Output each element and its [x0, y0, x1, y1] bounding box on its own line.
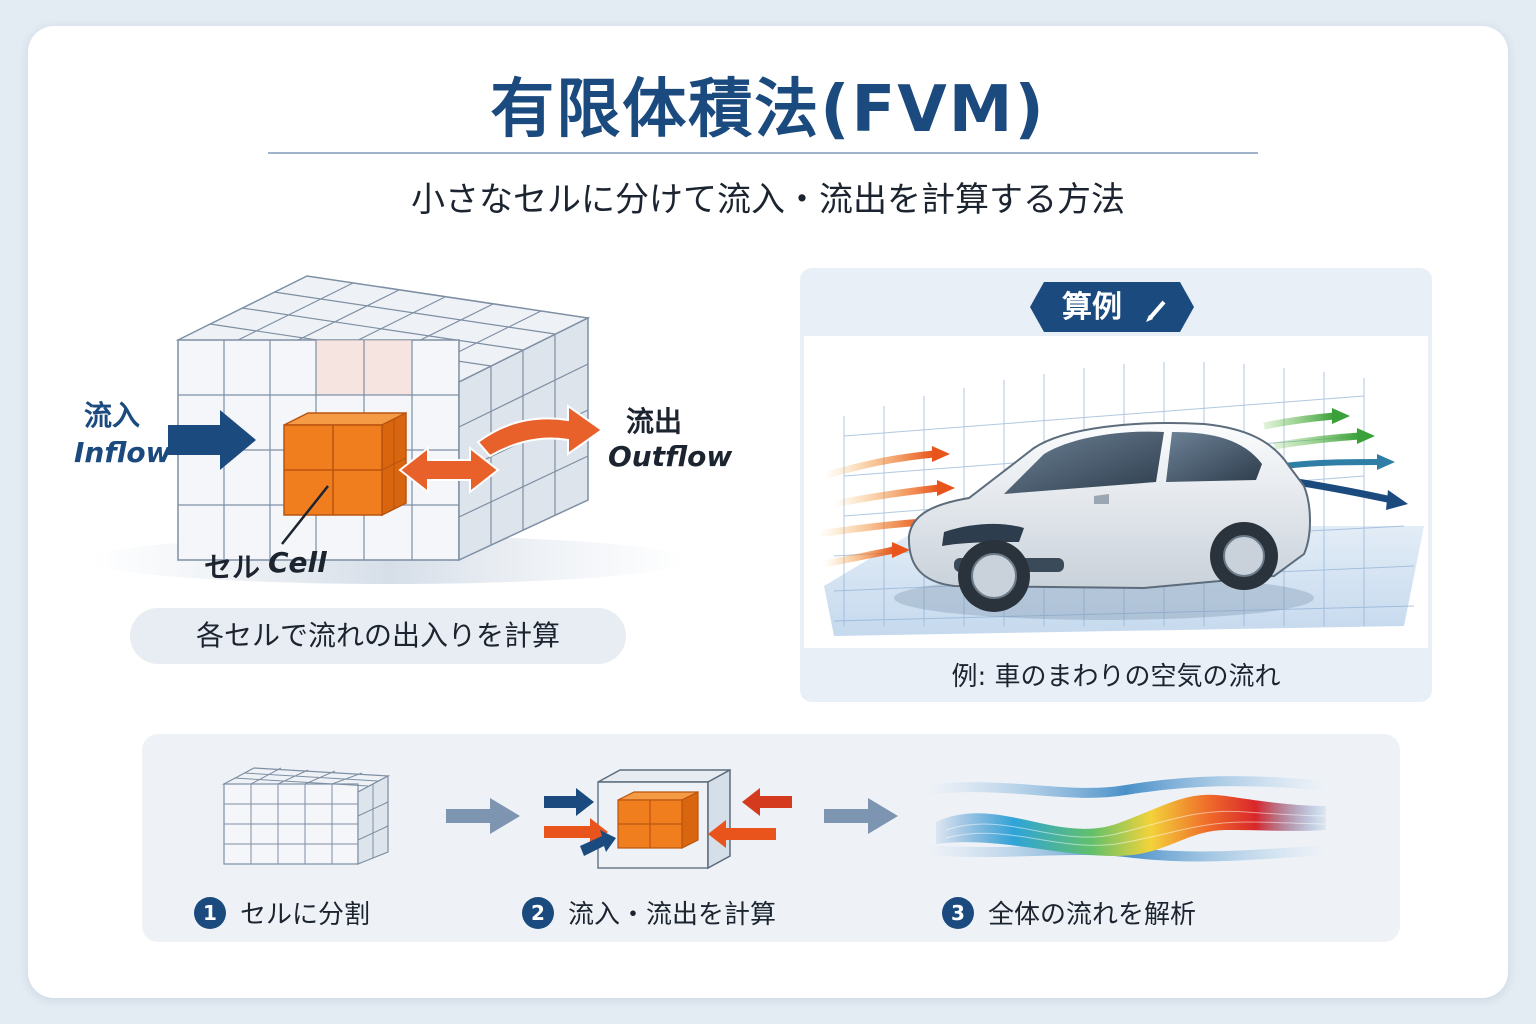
pencil-icon — [1146, 300, 1166, 322]
exchange-arrow — [398, 445, 500, 495]
inflow-arrow — [168, 410, 256, 470]
step-2-number: 2 — [522, 896, 554, 929]
car-flow-illustration — [818, 362, 1424, 636]
flow-field — [936, 794, 1326, 856]
cell-grid-diagram — [90, 275, 690, 584]
title-divider — [268, 152, 1258, 154]
inflow-label-en: Inflow — [74, 436, 172, 469]
step-3-label: 3 全体の流れを解析 — [942, 894, 1196, 931]
step1-grid-graphic — [221, 767, 391, 865]
step-1-number: 1 — [194, 896, 226, 929]
example-badge: 算例 — [1030, 282, 1194, 332]
car-example-image — [804, 336, 1428, 648]
step-1-label: 1 セルに分割 — [194, 894, 370, 931]
step-3-number: 3 — [942, 896, 974, 929]
badge-shape — [1030, 282, 1194, 332]
step-2-text: 流入・流出を計算 — [568, 900, 777, 930]
step2-cell-graphic — [544, 768, 792, 870]
cell-label-en: Cell — [268, 546, 327, 579]
highlighted-cell — [283, 411, 407, 517]
step-1-text: セルに分割 — [240, 900, 371, 930]
outflow-arrow — [476, 404, 604, 458]
step-3-text: 全体の流れを解析 — [988, 900, 1197, 930]
example-caption: 例: 車のまわりの空気の流れ — [951, 662, 1281, 692]
step3-flow-graphic — [926, 776, 1326, 862]
inflow-label-jp: 流入 — [84, 399, 141, 432]
cell-note-pill: 各セルで流れの出入りを計算 — [130, 608, 626, 664]
step-arrow-1 — [446, 798, 520, 834]
step-arrow-2 — [824, 798, 898, 834]
cell-label-jp: セル — [204, 551, 261, 584]
page-title: 有限体積法(FVM) — [490, 73, 1046, 147]
outflow-label-jp: 流出 — [626, 405, 683, 438]
cell-pointer-line — [281, 485, 329, 545]
page-subtitle: 小さなセルに分けて流入・流出を計算する方法 — [411, 180, 1125, 220]
badge-label: 算例 — [1062, 290, 1122, 325]
outflow-label-en: Outflow — [608, 440, 733, 473]
car-body — [894, 422, 1314, 620]
step-2-label: 2 流入・流出を計算 — [522, 894, 776, 931]
